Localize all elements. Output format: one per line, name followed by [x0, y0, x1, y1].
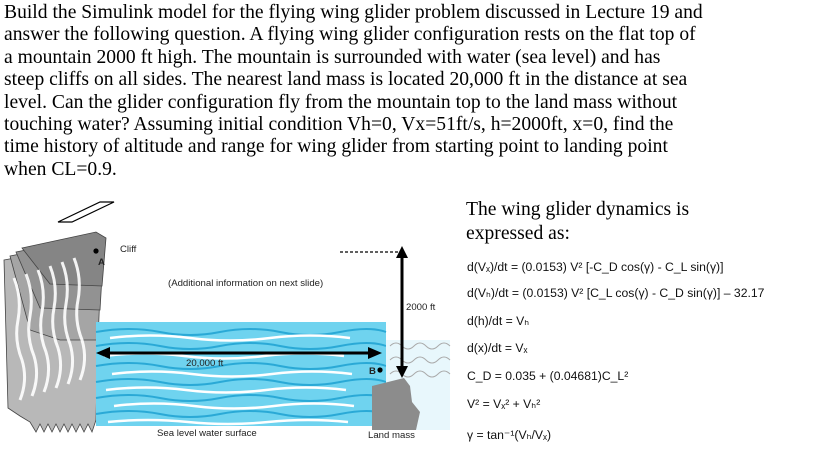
distance-label: 20,000 ft	[186, 358, 224, 369]
glider-scene-figure	[3, 201, 451, 434]
point-a-label: A	[98, 257, 105, 268]
water-label: Sea level water surface	[157, 428, 257, 439]
height-arrow	[396, 246, 408, 378]
distance-arrow	[96, 347, 382, 359]
equation-dh: d(h)/dt = Vₕ	[467, 314, 530, 328]
water-surface	[95, 322, 387, 426]
point-a-marker	[93, 248, 99, 254]
equation-dvx: d(Vₓ)/dt = (0.0153) V² [-C_D cos(γ) - C_…	[467, 260, 724, 274]
equation-cd: C_D = 0.035 + (0.04681)C_L²	[467, 369, 629, 383]
glider-wing-icon	[57, 201, 115, 223]
equation-v2: V² = Vₓ² + Vₕ²	[467, 397, 541, 411]
dynamics-heading-line: expressed as:	[466, 223, 570, 244]
dynamics-heading: The wing glider dynamics is expressed as…	[466, 198, 806, 246]
equation-dx: d(x)/dt = Vₓ	[467, 341, 528, 355]
land-label: Land mass	[368, 430, 415, 441]
problem-line: level. Can the glider configuration fly …	[4, 91, 678, 113]
problem-line: time history of altitude and range for w…	[4, 136, 668, 158]
problem-line: steep cliffs on all sides. The nearest l…	[4, 69, 688, 91]
point-b-label: B	[369, 366, 376, 377]
problem-line: when CL=0.9.	[4, 158, 117, 180]
height-label: 2000 ft	[406, 302, 436, 313]
next-slide-note: (Additional information on next slide)	[168, 278, 324, 289]
problem-line: Build the Simulink model for the flying …	[4, 2, 703, 23]
cliff-label: Cliff	[120, 244, 137, 255]
equation-gamma: γ = tan⁻¹(Vₕ/Vₓ)	[467, 428, 552, 442]
point-b-marker	[377, 367, 383, 373]
problem-line: a mountain 2000 ft high. The mountain is…	[4, 46, 661, 68]
equation-dvh: d(Vₕ)/dt = (0.0153) V² [C_L cos(γ) - C_D…	[467, 286, 765, 300]
problem-line: touching water? Assuming initial conditi…	[4, 114, 674, 136]
problem-line: answer the following question. A flying …	[4, 24, 696, 46]
problem-statement: Build the Simulink model for the flying …	[4, 2, 810, 181]
dynamics-heading-line: The wing glider dynamics is	[466, 199, 690, 220]
